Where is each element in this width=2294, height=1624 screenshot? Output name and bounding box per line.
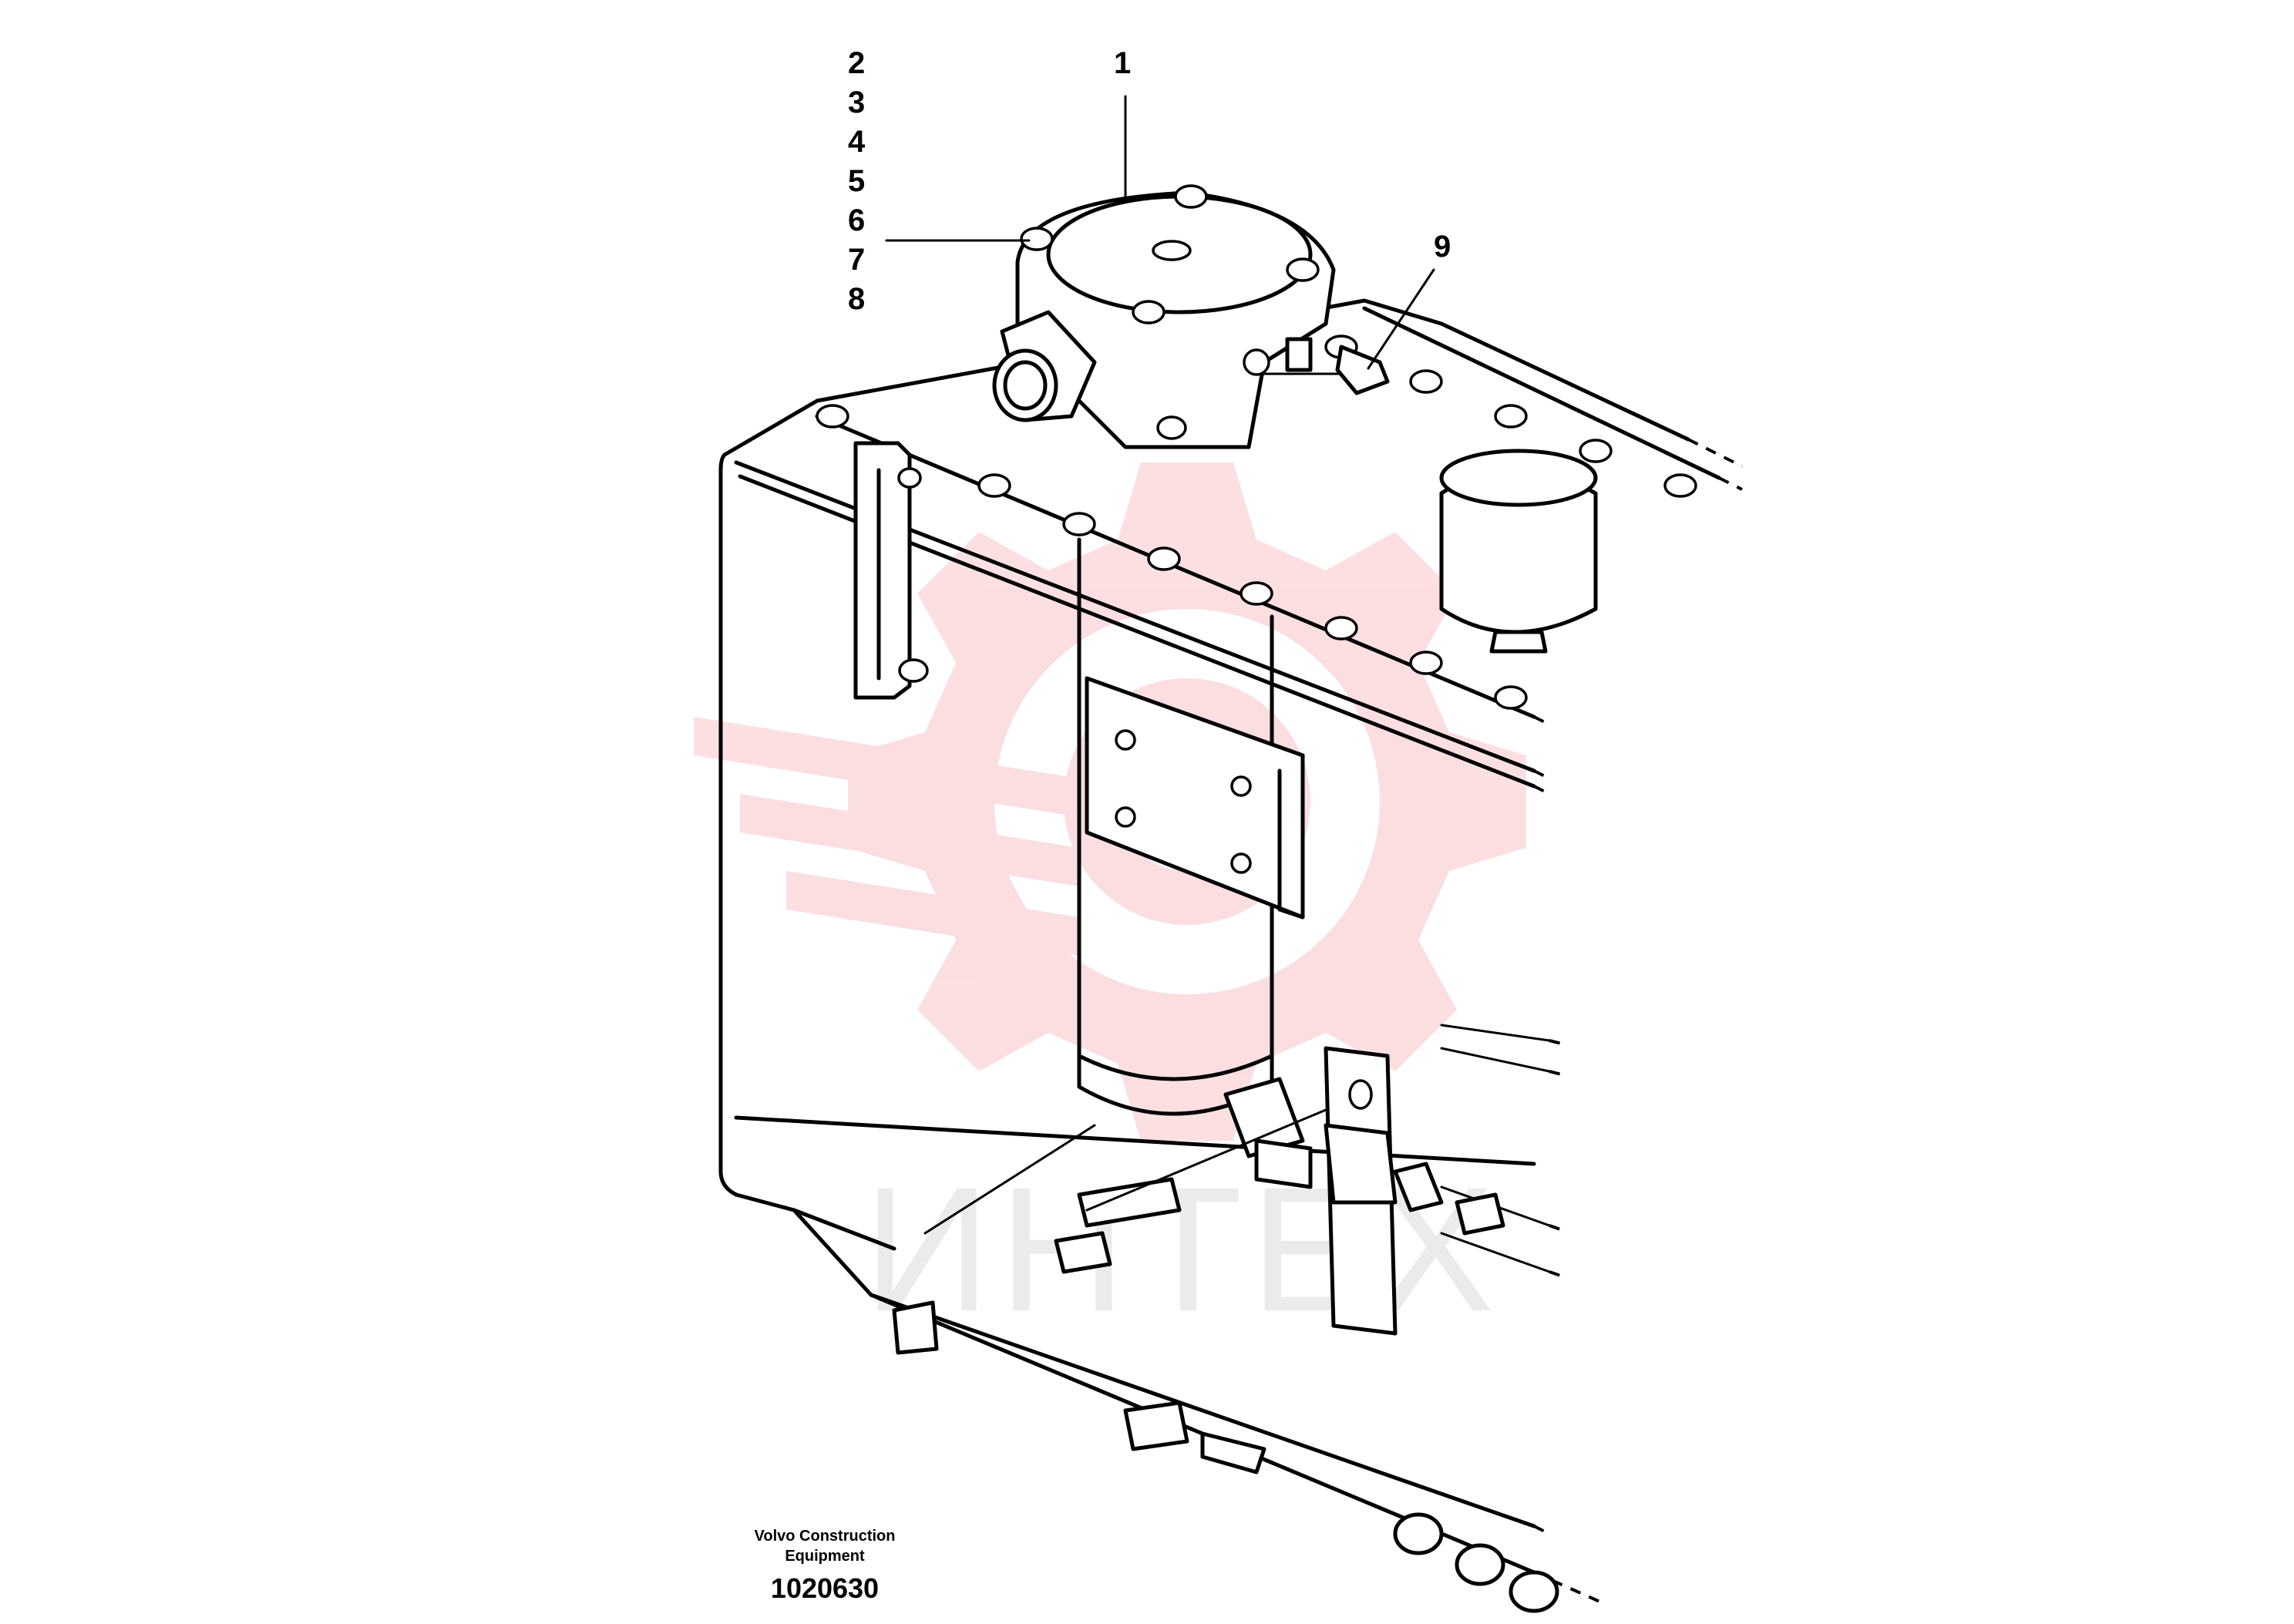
callout-7: 7 — [848, 243, 866, 277]
lower-fittings — [892, 1046, 1559, 1613]
callout-3: 3 — [848, 86, 866, 119]
callout-2: 2 — [848, 46, 866, 80]
drawing-number: 1020630 — [770, 1572, 880, 1604]
callout-5: 5 — [848, 164, 866, 198]
manufacturer-caption: Volvo Construction Equipment — [754, 1528, 896, 1565]
level-gauge — [853, 441, 929, 700]
callout-1: 1 — [1114, 46, 1132, 80]
callout-9: 9 — [1434, 230, 1451, 264]
leader-lines — [885, 95, 1435, 370]
callout-8: 8 — [848, 282, 866, 316]
return-filter-housing — [992, 184, 1390, 449]
breather-filter — [1439, 449, 1598, 654]
callout-6: 6 — [848, 203, 866, 237]
lid-bolts — [816, 335, 1697, 710]
callout-4: 4 — [848, 125, 866, 159]
